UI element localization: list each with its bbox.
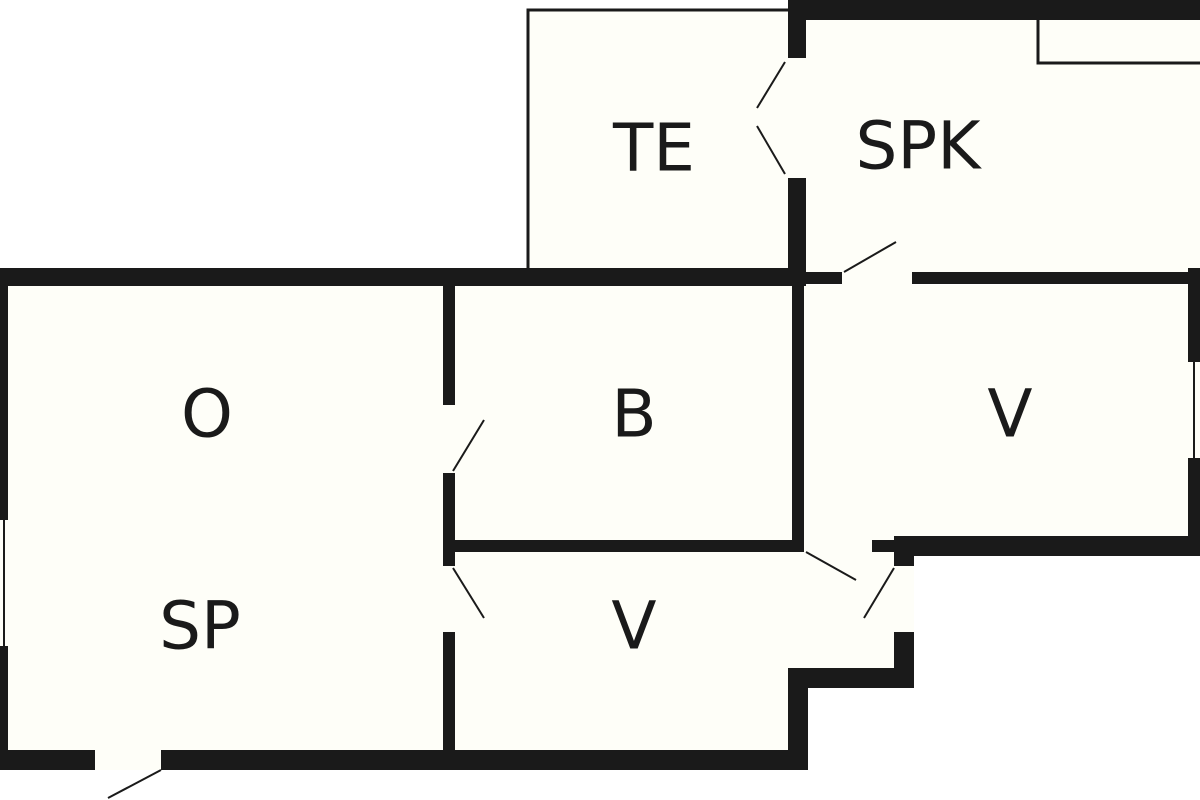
room-label-v-bottom: V [611, 588, 656, 665]
room-label-sp: SP [159, 588, 241, 665]
floor-spk [800, 18, 1200, 276]
floor-b [452, 285, 794, 542]
wall-v-bottom-step [788, 668, 914, 688]
door-sp-v [452, 567, 485, 619]
floor-o-sp [6, 285, 446, 751]
floor-te [528, 10, 790, 272]
opening-spk-v [842, 270, 912, 286]
opening-sp-v [443, 566, 455, 632]
door-te-spk-lower [756, 125, 786, 175]
wall-left [0, 268, 8, 770]
room-label-spk: SPK [856, 108, 983, 185]
opening-o-b [443, 405, 455, 473]
wall-o-b [443, 268, 455, 770]
wall-spk-top [788, 0, 1200, 20]
room-label-o: O [181, 376, 233, 453]
wall-main-horizontal [0, 268, 806, 286]
door-o-b [452, 419, 485, 472]
windows [3, 362, 1195, 646]
opening-b-v [804, 540, 872, 552]
door-entrance [107, 769, 162, 799]
room-labels: TE SPK O B V SP V [159, 108, 1032, 665]
room-label-v-right: V [987, 376, 1032, 453]
floor-v-right [802, 285, 1194, 542]
opening-entrance [95, 750, 161, 770]
room-label-te: TE [612, 110, 695, 187]
wall-v-right-bottom [894, 536, 1200, 556]
door-te-spk-upper [756, 61, 786, 109]
door-b-v [805, 551, 857, 581]
kitchen-counter [1036, 20, 1200, 65]
opening-te-spk [788, 58, 806, 178]
wall-bottom [0, 750, 808, 770]
door-v-exit [863, 567, 895, 619]
door-swings [107, 61, 897, 799]
floor-areas [6, 10, 1200, 751]
opening-v-exit [894, 566, 914, 632]
floor-v-bottom [452, 550, 896, 751]
wall-v-bottom-step-vert [788, 668, 808, 770]
door-spk-v [843, 241, 897, 273]
wall-b-v [792, 285, 804, 550]
wall-b-bottom [443, 540, 913, 552]
room-label-b: B [611, 376, 656, 453]
